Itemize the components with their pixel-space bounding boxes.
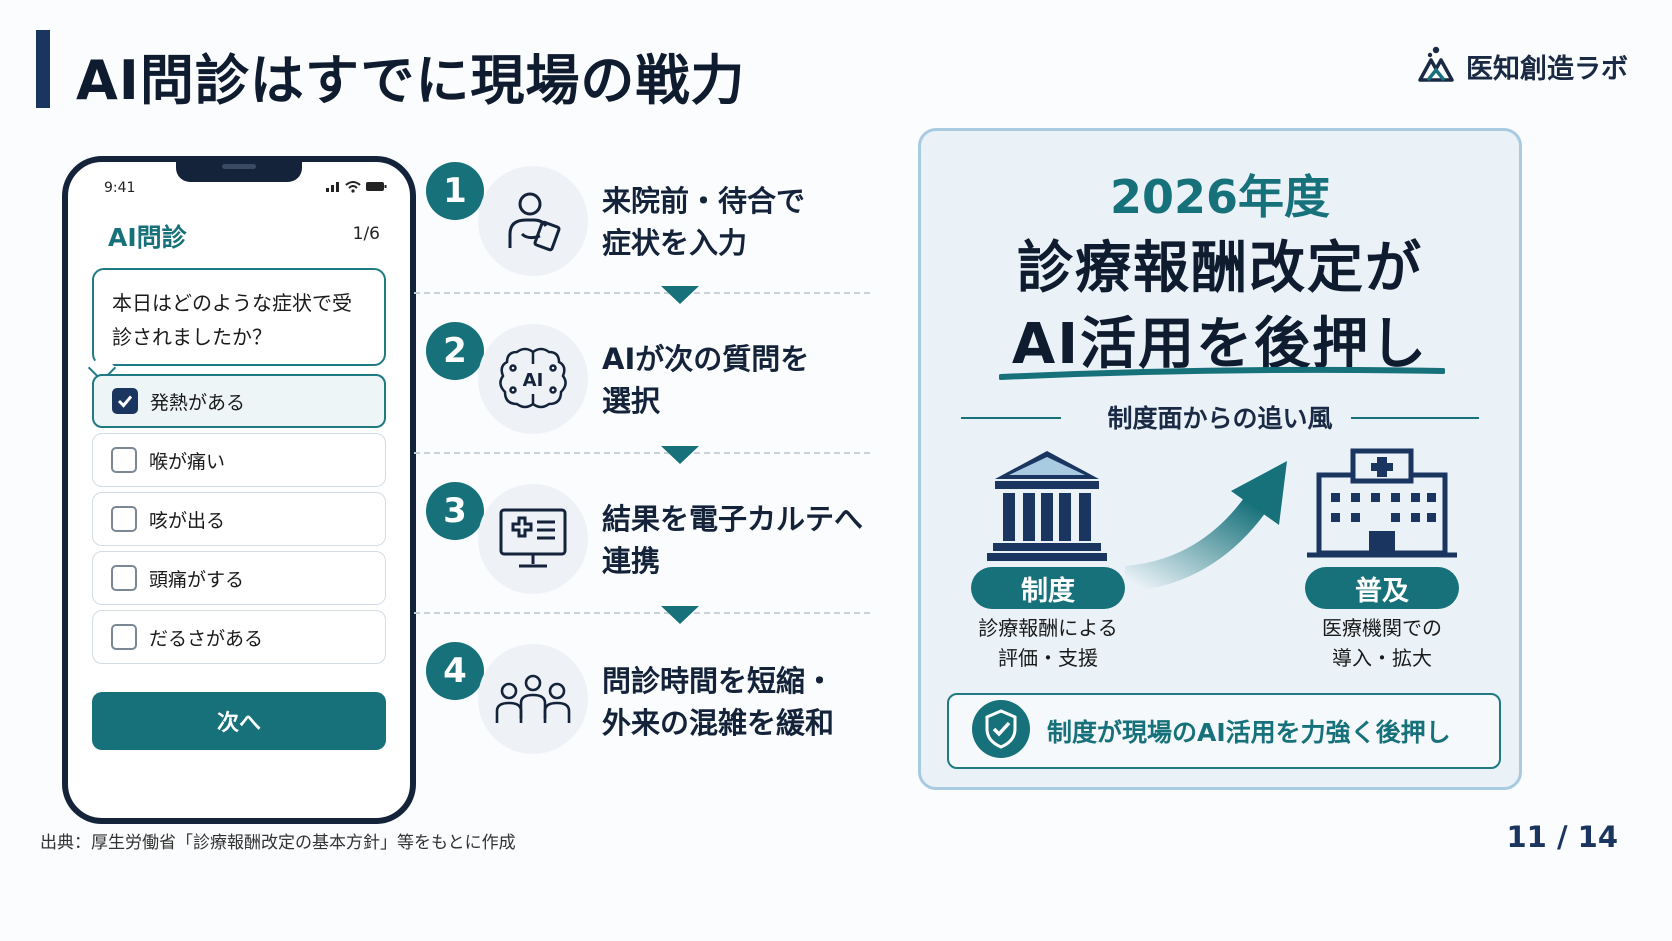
option-sore-throat[interactable]: 喉が痛い bbox=[92, 433, 386, 487]
option-fatigue[interactable]: だるさがある bbox=[92, 610, 386, 664]
down-arrow-icon bbox=[661, 286, 699, 304]
option-headache[interactable]: 頭痛がする bbox=[92, 551, 386, 605]
panel-sub-heading: 制度面からの追い風 bbox=[1107, 404, 1333, 433]
policy-panel: 2026年度 診療報酬改定が AI活用を後押し 制度面からの追い風 bbox=[918, 128, 1522, 790]
checkbox-icon[interactable] bbox=[111, 565, 137, 591]
panel-headline-line1: 診療報酬改定が bbox=[1017, 236, 1423, 301]
option-label: 頭痛がする bbox=[149, 568, 245, 591]
growth-arrow-icon bbox=[1123, 453, 1301, 593]
logo-text: 医知創造ラボ bbox=[1466, 53, 1628, 85]
step-divider bbox=[414, 292, 870, 294]
brand-logo: 医知創造ラボ bbox=[1416, 44, 1628, 88]
shield-check-icon bbox=[971, 699, 1031, 763]
page-number: 11 / 14 bbox=[1506, 820, 1619, 854]
policy-caption: 診療報酬による 評価・支援 bbox=[978, 616, 1118, 670]
down-arrow-icon bbox=[661, 606, 699, 624]
checkbox-icon[interactable] bbox=[111, 624, 137, 650]
step-text-2: AIが次の質問を 選択 bbox=[602, 342, 810, 418]
step-divider bbox=[414, 452, 870, 454]
step-number-1: 1 bbox=[426, 162, 484, 220]
adoption-caption: 医療機関での 導入・拡大 bbox=[1322, 616, 1442, 670]
step-divider bbox=[414, 612, 870, 614]
app-title: AI問診 bbox=[108, 223, 187, 252]
adoption-pill: 普及 bbox=[1305, 567, 1459, 609]
next-button[interactable]: 次へ bbox=[92, 692, 386, 750]
phone-mockup: 9:41 AI問診 1/6 本日はどのような症状で受診されましたか？ 発熱がある… bbox=[62, 156, 416, 824]
checkbox-icon[interactable] bbox=[111, 447, 137, 473]
title-accent-bar bbox=[36, 30, 50, 108]
step-number-3: 3 bbox=[426, 482, 484, 540]
step-text-1: 来院前・待合で 症状を入力 bbox=[602, 184, 806, 260]
sub-heading-rule-left bbox=[961, 417, 1061, 419]
step-number-2: 2 bbox=[426, 322, 484, 380]
phone-notch bbox=[176, 156, 302, 182]
option-fever[interactable]: 発熱がある bbox=[92, 374, 386, 428]
sub-heading-rule-right bbox=[1351, 417, 1479, 419]
source-note: 出典：厚生労働省「診療報酬改定の基本方針」等をもとに作成 bbox=[40, 833, 516, 853]
ai-brain-icon: AI bbox=[478, 324, 588, 434]
step-text-4: 問診時間を短縮・ 外来の混雑を緩和 bbox=[602, 664, 835, 740]
medical-monitor-icon bbox=[478, 484, 588, 594]
question-progress: 1/6 bbox=[352, 224, 380, 244]
government-building-icon bbox=[985, 447, 1109, 565]
person-tablet-icon bbox=[478, 166, 588, 276]
status-time: 9:41 bbox=[104, 180, 136, 196]
panel-headline-line2: AI活用を後押し bbox=[1011, 312, 1429, 377]
logo-mark-icon bbox=[1416, 44, 1456, 88]
conclusion-text: 制度が現場のAI活用を力強く後押し bbox=[1047, 718, 1451, 747]
option-label: 発熱がある bbox=[150, 391, 246, 414]
conclusion-banner: 制度が現場のAI活用を力強く後押し bbox=[947, 693, 1501, 769]
option-label: 咳が出る bbox=[149, 509, 226, 532]
hospital-building-icon bbox=[1307, 447, 1457, 565]
option-label: 喉が痛い bbox=[149, 450, 226, 473]
step-number-4: 4 bbox=[426, 642, 484, 700]
checkbox-checked-icon[interactable] bbox=[112, 388, 138, 414]
option-label: だるさがある bbox=[149, 627, 264, 650]
page-title: AI問診はすでに現場の戦力 bbox=[76, 49, 746, 112]
option-cough[interactable]: 咳が出る bbox=[92, 492, 386, 546]
down-arrow-icon bbox=[661, 446, 699, 464]
question-bubble: 本日はどのような症状で受診されましたか？ bbox=[92, 268, 386, 366]
policy-pill: 制度 bbox=[971, 567, 1125, 609]
checkbox-icon[interactable] bbox=[111, 506, 137, 532]
panel-year: 2026年度 bbox=[1109, 170, 1331, 224]
svg-text:AI: AI bbox=[523, 370, 544, 391]
step-text-3: 結果を電子カルテへ 連携 bbox=[602, 502, 864, 578]
headline-underline bbox=[999, 366, 1445, 380]
status-icons bbox=[326, 178, 388, 197]
people-group-icon bbox=[478, 644, 588, 754]
